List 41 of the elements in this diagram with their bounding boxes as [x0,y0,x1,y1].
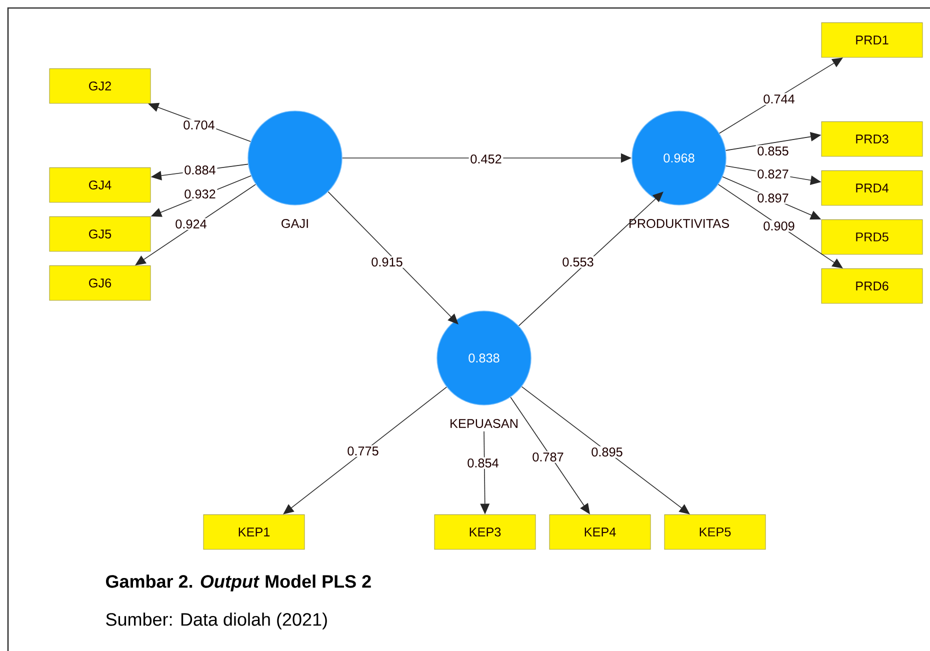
node-label: KEPUASAN [450,419,518,428]
edge-label: 0.827 [756,168,790,180]
edge-label: 0.897 [756,192,790,204]
edge-label: 0.744 [762,93,796,105]
arrow [135,184,256,266]
indicator-box: PRD6 [821,268,923,304]
edge-label: 0.924 [174,218,208,230]
indicator-box: GJ2 [49,68,151,104]
source-note: Sumber: Data diolah (2021) [106,612,327,630]
edge-label: 0.855 [756,145,790,157]
indicator-box: GJ6 [49,265,151,301]
indicator-box: GJ4 [49,167,151,203]
arrow [718,184,843,268]
edge-label: 0.775 [346,445,380,457]
indicator-box: GJ5 [49,216,151,252]
arrow [518,192,664,326]
edge-label: 0.909 [762,220,796,232]
indicator-box: KEP5 [664,514,766,550]
edge-label: 0.553 [560,256,596,268]
node-label: PRODUKTIVITAS [630,219,729,228]
arrow [521,386,690,514]
arrow [328,191,458,324]
edge-label: 0.787 [530,451,566,463]
node-label: GAJI [282,219,308,228]
edge-label: 0.704 [182,119,216,131]
arrow [719,58,843,134]
indicator-box: KEP1 [203,514,305,550]
indicator-box: PRD3 [821,121,923,157]
edge-label: 0.884 [182,164,218,176]
edge-label: 0.915 [370,256,404,268]
indicator-box: PRD1 [821,22,923,58]
arrow [283,386,447,514]
indicator-box: PRD4 [821,170,923,206]
edge-label: 0.854 [466,457,500,469]
indicator-box: KEP3 [434,514,536,550]
indicator-box: KEP4 [549,514,651,550]
indicator-box: PRD5 [821,219,923,255]
edge-label: 0.895 [590,446,624,458]
figure-caption: Gambar 2. Output Model PLS 2 [106,574,371,592]
edge-label: 0.452 [468,153,504,165]
edge-label: 0.932 [182,188,218,200]
